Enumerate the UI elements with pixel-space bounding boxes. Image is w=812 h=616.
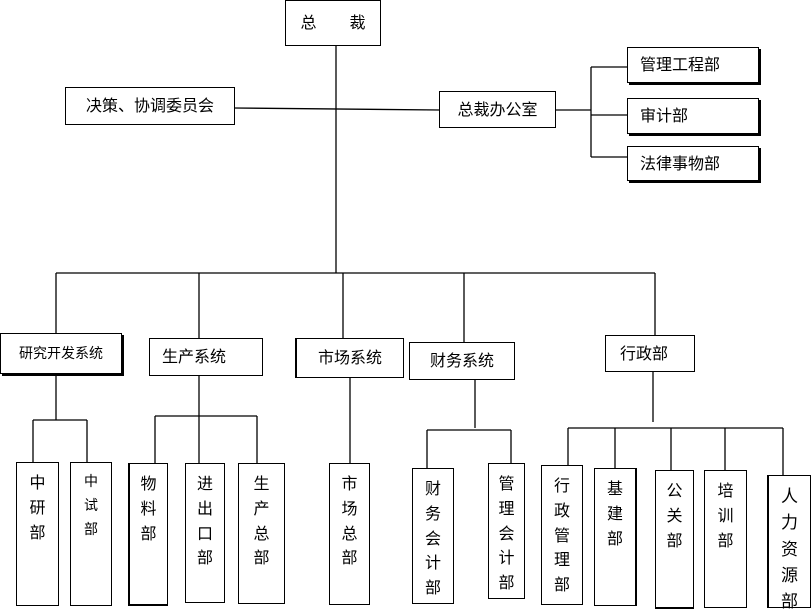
committee-box: 决策、协调委员会 bbox=[65, 87, 235, 125]
dept-market-hq: 市场总部 bbox=[329, 463, 370, 605]
office-dept-label: 管理工程部 bbox=[640, 55, 721, 74]
dept-financial-accounting: 财务会计部 bbox=[412, 468, 454, 604]
system-label: 研究开发系统 bbox=[19, 345, 103, 362]
dept-human-resources: 人力资源部 bbox=[767, 475, 811, 612]
dept-label: 人力资源部 bbox=[781, 487, 798, 613]
office-dept-management-engineering: 管理工程部 bbox=[627, 47, 759, 83]
system-market: 市场系统 bbox=[295, 338, 404, 378]
dept-label: 财务会计部 bbox=[424, 479, 441, 598]
dept-training: 培训部 bbox=[704, 470, 747, 608]
dept-public-relations: 公关部 bbox=[655, 470, 694, 609]
dept-admin-management: 行政管理部 bbox=[541, 465, 583, 605]
system-label: 财务系统 bbox=[429, 351, 494, 370]
dept-label: 中试部 bbox=[83, 474, 98, 538]
committee-label: 决策、协调委员会 bbox=[85, 96, 214, 115]
office-dept-audit: 审计部 bbox=[627, 98, 759, 134]
ceo-label: 总 裁 bbox=[300, 13, 380, 32]
office-dept-label: 审计部 bbox=[640, 106, 689, 125]
dept-label: 行政管理部 bbox=[553, 476, 570, 595]
dept-rd-central: 中研部 bbox=[16, 462, 59, 606]
dept-materials: 物料部 bbox=[128, 463, 168, 606]
dept-label: 市场总部 bbox=[341, 474, 358, 568]
dept-label: 中研部 bbox=[29, 473, 46, 542]
dept-import-export: 进出口部 bbox=[185, 463, 225, 603]
dept-label: 公关部 bbox=[666, 481, 683, 550]
office-dept-legal: 法律事物部 bbox=[627, 146, 759, 181]
office-dept-label: 法律事物部 bbox=[640, 153, 721, 173]
system-label: 行政部 bbox=[620, 343, 669, 363]
dept-label: 进出口部 bbox=[196, 474, 213, 568]
dept-infrastructure: 基建部 bbox=[594, 468, 637, 606]
ceo-box: 总 裁 bbox=[285, 0, 381, 46]
office-label: 总裁办公室 bbox=[457, 99, 538, 119]
dept-rd-pilot: 中试部 bbox=[70, 462, 112, 606]
dept-label: 基建部 bbox=[606, 479, 623, 548]
dept-management-accounting: 管理会计部 bbox=[488, 463, 525, 599]
dept-label: 物料部 bbox=[140, 474, 157, 543]
dept-label: 管理会计部 bbox=[498, 474, 515, 593]
system-production: 生产系统 bbox=[149, 338, 263, 376]
dept-label: 生产总部 bbox=[253, 474, 270, 568]
system-rd: 研究开发系统 bbox=[0, 333, 122, 374]
system-admin: 行政部 bbox=[605, 335, 695, 372]
system-finance: 财务系统 bbox=[409, 342, 515, 380]
office-box: 总裁办公室 bbox=[439, 91, 556, 128]
dept-production-hq: 生产总部 bbox=[238, 463, 285, 604]
system-label: 生产系统 bbox=[162, 347, 227, 366]
dept-label: 培训部 bbox=[717, 481, 734, 550]
system-label: 市场系统 bbox=[317, 348, 382, 367]
